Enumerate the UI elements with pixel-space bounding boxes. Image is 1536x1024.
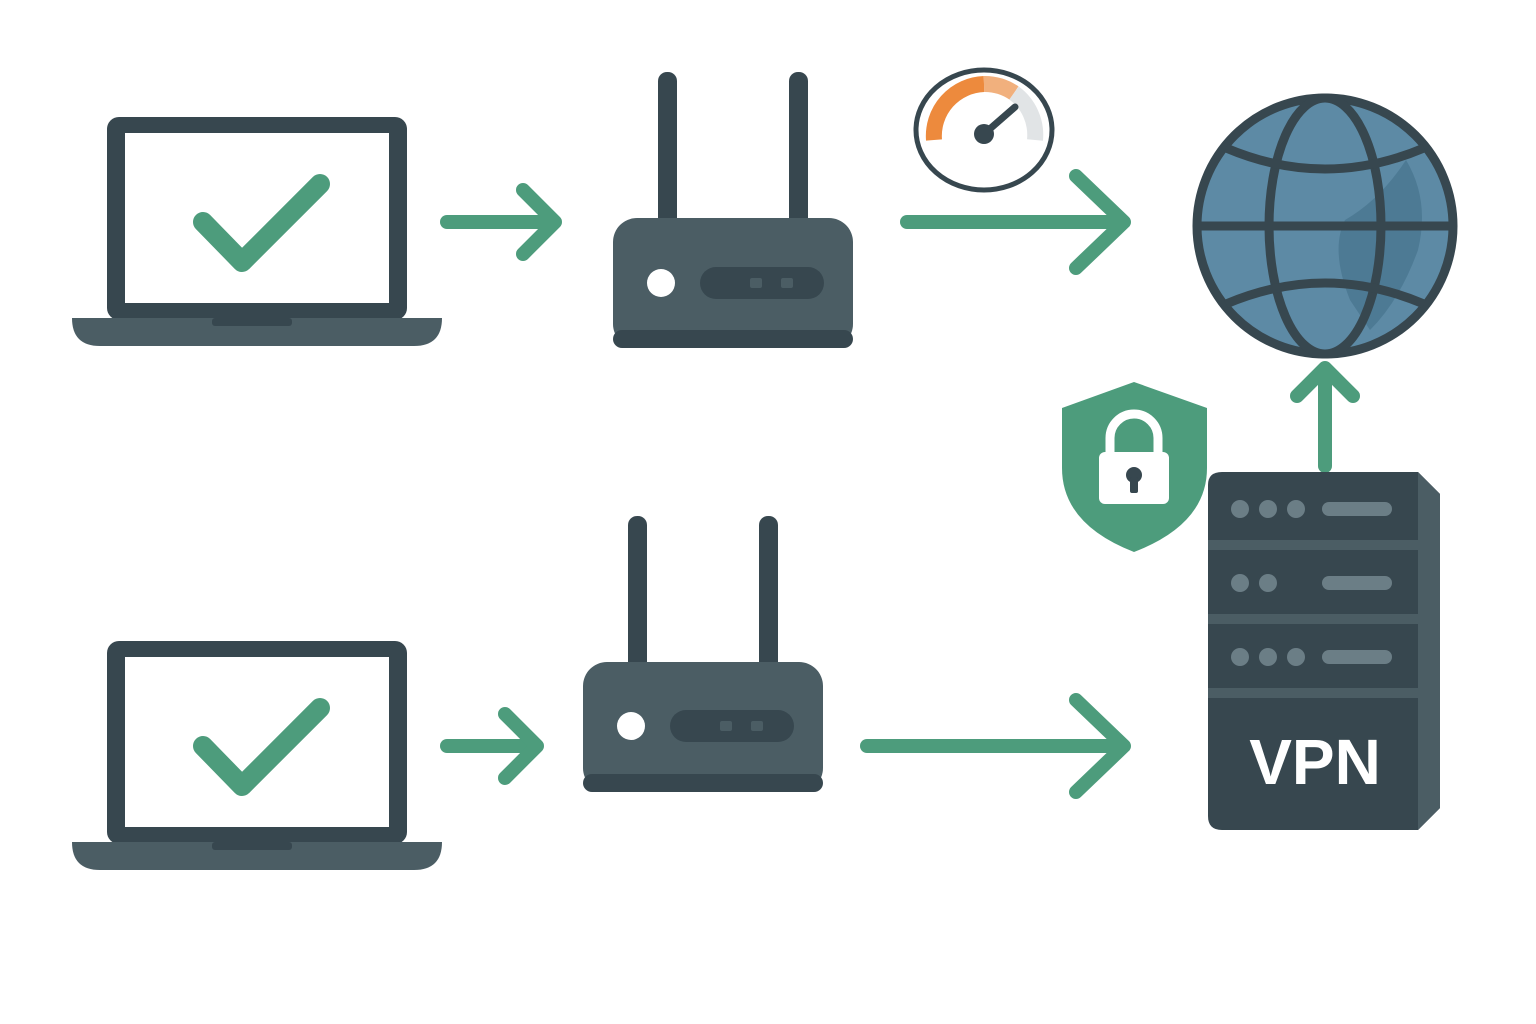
arrow-icon bbox=[860, 693, 1131, 799]
globe-icon bbox=[1192, 93, 1458, 359]
check-icon bbox=[193, 174, 330, 272]
arrow-icon bbox=[1290, 361, 1360, 473]
arrow-icon bbox=[440, 183, 562, 261]
server-label: VPN bbox=[1249, 726, 1381, 798]
arrow-icon bbox=[900, 169, 1131, 275]
laptop-icon bbox=[72, 641, 442, 870]
router-icon bbox=[613, 72, 853, 348]
check-icon bbox=[193, 698, 330, 796]
speedometer-icon bbox=[913, 67, 1055, 193]
server-icon: VPN bbox=[1208, 472, 1440, 830]
laptop-icon bbox=[72, 117, 442, 346]
shield-lock-icon bbox=[1062, 382, 1207, 552]
router-icon bbox=[583, 516, 823, 792]
arrow-icon bbox=[440, 707, 544, 785]
